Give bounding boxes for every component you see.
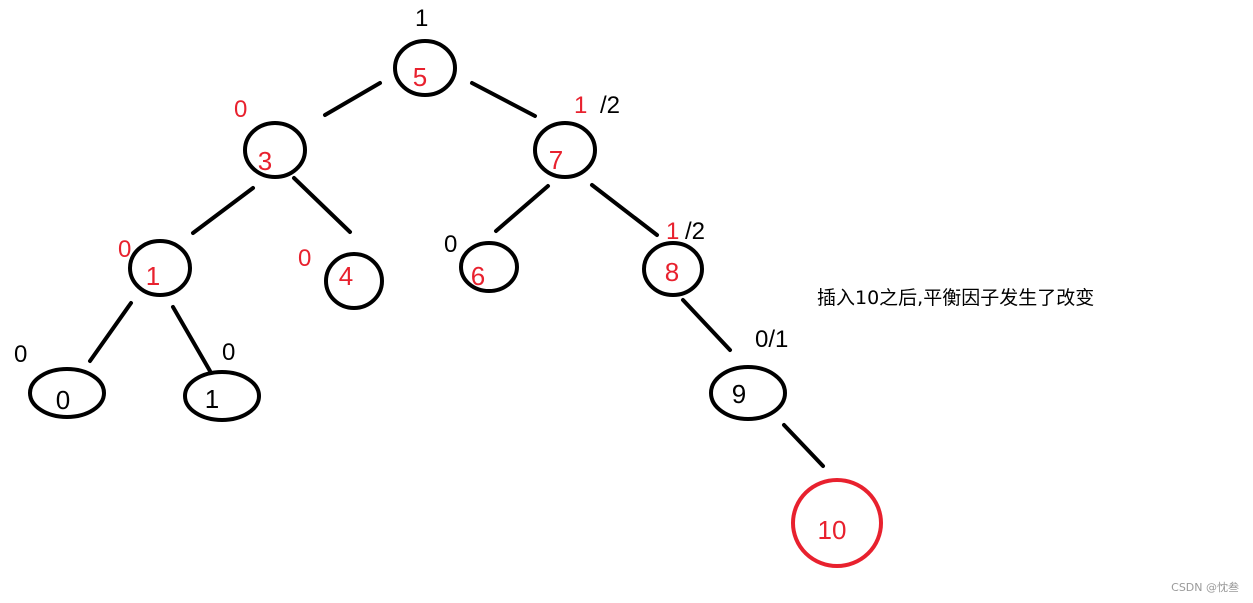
- node-circle: [128, 239, 192, 297]
- node-label: 1: [146, 261, 160, 291]
- node-label: 6: [471, 261, 485, 291]
- node-label: 9: [732, 379, 746, 409]
- edge-n5-n7: [470, 81, 537, 118]
- edge-n9-n10: [782, 423, 825, 468]
- balance-factor-label: 0: [234, 96, 247, 123]
- tree-node-n5: 51: [393, 5, 457, 97]
- node-label: 10: [818, 515, 847, 545]
- balance-factor-label: 0/1: [755, 326, 788, 353]
- tree-node-n8: 8 1/2: [642, 218, 705, 297]
- edge-n8-n9: [681, 298, 732, 352]
- node-circle: [791, 478, 883, 568]
- node-circle: [324, 252, 384, 310]
- edge-n7-n6: [494, 184, 550, 233]
- balance-factor-label: /2: [600, 92, 620, 119]
- balance-factor-label: 1: [666, 218, 679, 245]
- edge-n7-n8: [590, 183, 659, 237]
- node-label: 8: [665, 257, 679, 287]
- edge-n1-n0: [88, 301, 133, 363]
- node-circle: [183, 370, 261, 422]
- edge-n3-n4: [292, 176, 352, 234]
- edge-n5-n3: [323, 81, 382, 117]
- tree-node-n7: 71/2: [533, 92, 620, 179]
- balance-factor-label: 1: [415, 5, 428, 32]
- balance-factor-label: /2: [685, 218, 705, 245]
- node-label: 3: [258, 146, 272, 176]
- tree-node-n6: 60: [444, 231, 519, 293]
- node-label: 7: [549, 145, 563, 175]
- node-label: 0: [56, 385, 70, 415]
- node-label: 1: [205, 384, 219, 414]
- tree-node-n1: 10: [118, 236, 192, 297]
- tree-node-n0: 00: [14, 341, 106, 419]
- balance-factor-label: 0: [298, 245, 311, 272]
- edge-n3-n1: [191, 186, 255, 235]
- balance-factor-label: 0: [444, 231, 457, 258]
- balance-factor-label: 1: [574, 92, 587, 119]
- node-label: 5: [413, 62, 427, 92]
- watermark-text: CSDN @忱叁: [1171, 581, 1239, 594]
- edge-n1-n1b: [171, 305, 212, 373]
- node-circle: [642, 241, 704, 297]
- tree-node-n3: 30: [234, 96, 307, 179]
- tree-node-n4: 40: [298, 245, 384, 310]
- balance-factor-label: 0: [222, 339, 235, 366]
- node-circle: [28, 367, 106, 419]
- node-circle: [459, 241, 519, 293]
- node-circle: [533, 121, 597, 179]
- balance-factor-label: 0: [118, 236, 131, 263]
- node-label: 4: [339, 261, 353, 291]
- node-circle: [243, 121, 307, 179]
- node-circle: [709, 365, 787, 421]
- tree-node-n10: 10: [791, 478, 883, 568]
- tree-node-n1b: 10: [183, 339, 261, 422]
- tree-node-n9: 9 0/1: [709, 326, 788, 421]
- caption-text: 插入10之后,平衡因子发生了改变: [817, 287, 1095, 309]
- balance-factor-label: 0: [14, 341, 27, 368]
- node-circle: [393, 39, 457, 97]
